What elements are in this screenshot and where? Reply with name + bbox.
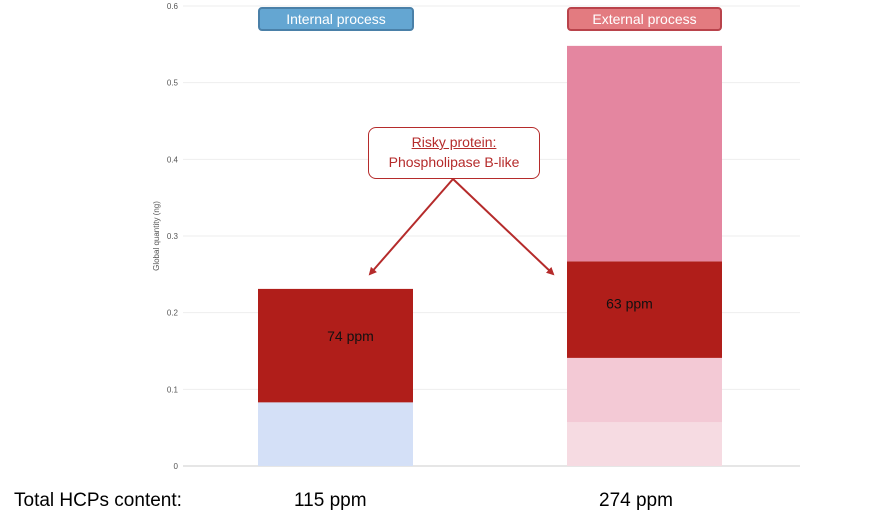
y-axis-label: Global quantity (ng) bbox=[152, 201, 161, 271]
y-tick-label: 0.5 bbox=[167, 79, 179, 88]
external-process-header: External process bbox=[567, 7, 722, 31]
y-axis: 0 0.1 0.2 0.3 0.4 0.5 0.6 bbox=[167, 2, 179, 471]
bar-segment bbox=[567, 422, 722, 466]
segment-labels: 74 ppm 63 ppm bbox=[327, 295, 653, 344]
segment-ppm-label: 74 ppm bbox=[327, 328, 374, 344]
bar-segment bbox=[258, 288, 413, 403]
total-hcps-label: Total HCPs content: bbox=[14, 490, 182, 511]
internal-process-header: Internal process bbox=[258, 7, 414, 31]
y-tick-label: 0 bbox=[174, 462, 179, 471]
total-external-value: 274 ppm bbox=[599, 490, 673, 511]
bar-segment bbox=[567, 357, 722, 423]
total-internal-value: 115 ppm bbox=[294, 490, 367, 511]
segment-ppm-label: 63 ppm bbox=[606, 295, 653, 311]
arrow-to-external bbox=[452, 178, 555, 276]
y-tick-label: 0.1 bbox=[167, 385, 179, 394]
bar-segment bbox=[567, 45, 722, 262]
y-tick-label: 0.2 bbox=[167, 309, 179, 318]
bar-segment bbox=[258, 402, 413, 466]
y-tick-label: 0.6 bbox=[167, 2, 179, 11]
arrow-to-internal bbox=[368, 178, 454, 276]
y-tick-label: 0.3 bbox=[167, 232, 179, 241]
callout-title: Risky protein: bbox=[411, 134, 497, 150]
bar-segment bbox=[567, 261, 722, 358]
callout-arrows bbox=[368, 178, 555, 276]
risky-protein-callout: Risky protein: Phospholipase B-like bbox=[368, 127, 540, 179]
y-tick-label: 0.4 bbox=[167, 155, 179, 164]
callout-subtitle: Phospholipase B-like bbox=[388, 154, 520, 170]
bars bbox=[258, 45, 722, 466]
